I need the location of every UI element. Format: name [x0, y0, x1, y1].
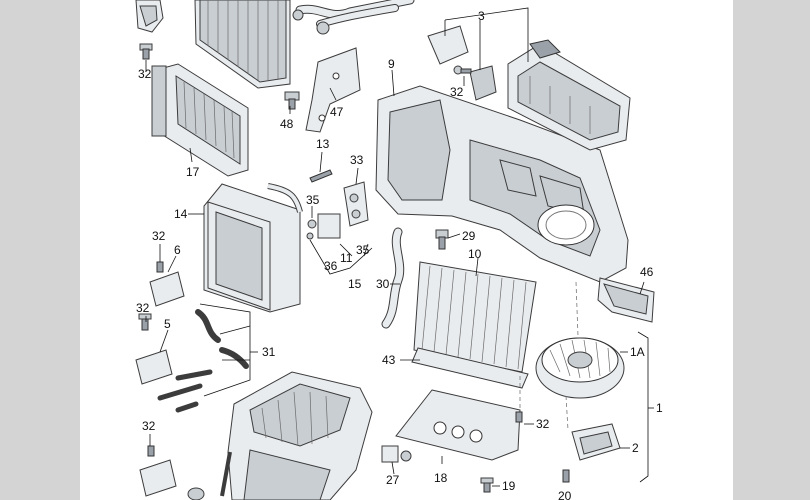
part-rod: [220, 451, 232, 497]
part-screw-48: [284, 91, 300, 110]
part-lower-housing: [227, 371, 373, 500]
callout-32: 32: [536, 417, 550, 431]
part-screw-32-c: [515, 411, 523, 423]
callout-6: 6: [174, 243, 181, 257]
part-valve-33: [343, 181, 369, 227]
callout-35: 35: [356, 243, 370, 257]
callout-31: 31: [262, 345, 276, 359]
callout-27: 27: [386, 473, 400, 487]
part-screw-32-d: [138, 313, 152, 331]
part-tray-18: [395, 389, 521, 461]
callout-46: 46: [640, 265, 654, 279]
callout-14: 14: [174, 207, 188, 221]
leader-lines: [145, 7, 654, 487]
part-actuator-bottom: [139, 445, 205, 500]
callout-1: 1: [656, 401, 663, 415]
part-resistor-2: [571, 423, 621, 461]
part-flap-6: [149, 261, 185, 307]
part-cover-plate-43: [411, 347, 529, 389]
part-heat-exchanger-17: [151, 63, 249, 177]
part-evaporator-14: [203, 183, 303, 313]
callout-10: 10: [468, 247, 482, 261]
callout-32: 32: [136, 301, 150, 315]
part-screw-19: [480, 477, 494, 493]
callout-labels: 3 32 9 32 47 48 17 13 33 14 35 32 6 36 1…: [136, 9, 663, 500]
part-expansion-valve-11: [306, 213, 341, 240]
part-bracket-47: [305, 47, 361, 133]
part-actuators-3: [427, 25, 631, 151]
callout-32: 32: [152, 229, 166, 243]
callout-1A: 1A: [630, 345, 645, 359]
callout-30: 30: [376, 277, 390, 291]
part-screw-13: [309, 169, 333, 183]
callout-29: 29: [462, 229, 476, 243]
callout-13: 13: [316, 137, 330, 151]
callout-32: 32: [142, 419, 156, 433]
part-screw-20: [562, 469, 570, 483]
callout-5: 5: [164, 317, 171, 331]
callout-36: 36: [324, 259, 338, 273]
part-clip-29: [435, 229, 449, 250]
part-heater-core-top: [194, 0, 291, 89]
part-screw-32-a: [139, 43, 153, 60]
callout-3: 3: [478, 9, 485, 23]
part-bracket-46: [597, 277, 655, 323]
callout-9: 9: [388, 57, 395, 71]
callout-11: 11: [340, 251, 353, 265]
callout-48: 48: [280, 117, 294, 131]
part-blower-motor-1A: [535, 337, 625, 399]
callout-32: 32: [450, 85, 464, 99]
callout-17: 17: [186, 165, 200, 179]
callout-15: 15: [348, 277, 362, 291]
part-top-bracket: [135, 0, 164, 33]
part-flap-5: [135, 349, 173, 385]
part-27: [381, 445, 412, 463]
callout-18: 18: [434, 471, 448, 485]
part-main-housing-9: [375, 85, 629, 283]
callout-43: 43: [382, 353, 396, 367]
callout-33: 33: [350, 153, 364, 167]
callout-20: 20: [558, 489, 572, 500]
callout-32: 32: [138, 67, 152, 81]
part-levers-31: [157, 309, 249, 413]
callout-19: 19: [502, 479, 516, 493]
callout-2: 2: [632, 441, 639, 455]
part-screw-32-b: [453, 65, 472, 75]
callout-35: 35: [306, 193, 320, 207]
part-drain-hose-30: [381, 227, 405, 329]
part-coolant-pipes: [292, 0, 415, 35]
callout-47: 47: [330, 105, 344, 119]
part-dust-filter-10: [413, 261, 537, 373]
